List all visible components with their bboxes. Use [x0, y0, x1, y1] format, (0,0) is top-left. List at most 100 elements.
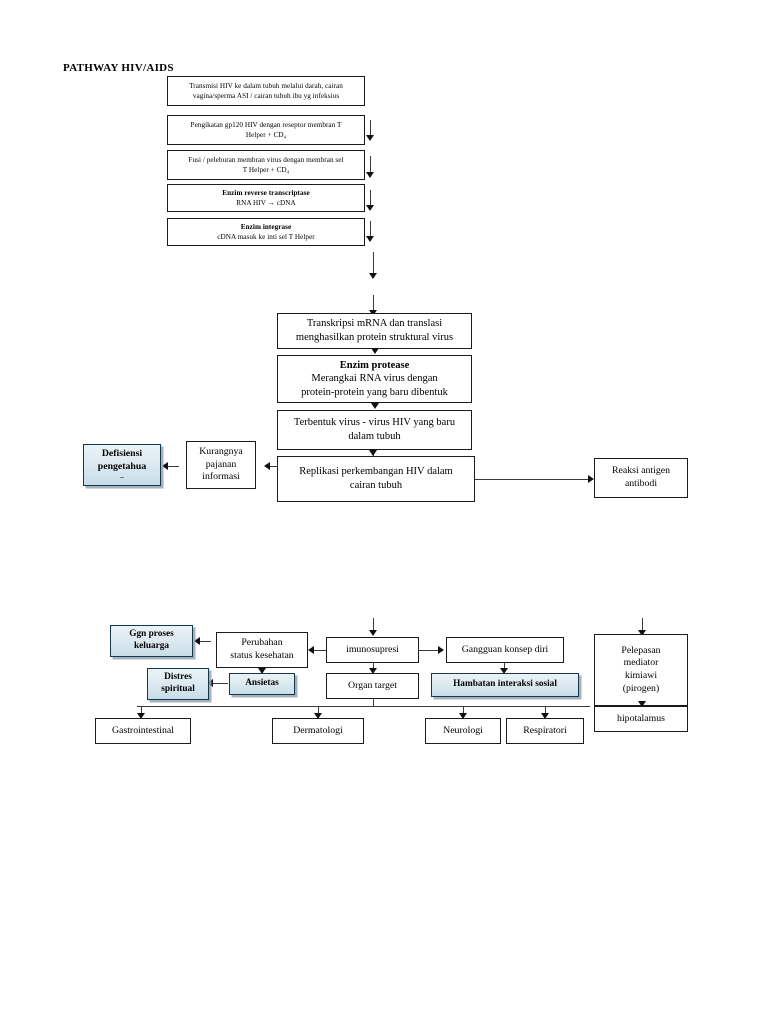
- step-enzim-protease-box: Enzim protease Merangkai RNA virus denga…: [277, 355, 472, 403]
- defisiensi-pengetahuan-diagnosis-box: Defisiensi pengetahua –: [83, 444, 161, 486]
- pelepasan-line3: kimiawi: [624, 670, 658, 681]
- connector-integrase-to-transkripsi-upper: [373, 252, 374, 274]
- connector-step2-vertical: [370, 120, 371, 136]
- step-replikasi-hiv-box: Replikasi perkembangan HIV dalam cairan …: [277, 456, 475, 502]
- step3-line2: T Helper + CD₄: [242, 166, 290, 174]
- hipotalamus-box: hipotalamus: [594, 706, 688, 732]
- connector-pelepasan-to-hipotalamus-arrowhead: [638, 701, 646, 707]
- connector-step3-arrowhead: [366, 172, 374, 178]
- perubahan-line2: status kesehatan: [230, 650, 294, 661]
- connector-bus-to-respi-line: [545, 706, 546, 715]
- connector-step5-arrowhead: [366, 236, 374, 242]
- step-fusi-membran-box: Fusi / peleburan membran virus dengan me…: [167, 150, 365, 180]
- step2-line2: Helper + CD₄: [245, 131, 287, 139]
- kurangnya-pajanan-informasi-box: Kurangnya pajanan informasi: [186, 441, 256, 489]
- step9-line2: cairan tubuh: [349, 480, 403, 491]
- connector-protease-to-terbentuk: [371, 403, 379, 409]
- distres-spiritual-diagnosis-box: Distres spiritual: [147, 668, 209, 700]
- organ-system-label-1: Dermatologi: [293, 724, 343, 736]
- organ-target-label: Organ target: [348, 679, 397, 691]
- respiratori-box: Respiratori: [506, 718, 584, 744]
- organ-system-label-3: Respiratori: [523, 724, 567, 736]
- connector-gangguan-to-hambatan-arrowhead: [500, 668, 508, 674]
- step8-line1: Terbentuk virus - virus HIV yang baru: [293, 417, 456, 429]
- connector-replikasi-to-kurangnya-arrowhead: [264, 462, 270, 470]
- step7-line3: protein-protein yang baru dibentuk: [301, 386, 448, 398]
- step4-line1: Enzim reverse transcriptase: [222, 188, 310, 197]
- step6-line2: menghasilkan protein struktural virus: [295, 332, 454, 343]
- connector-terbentuk-to-replikasi: [369, 450, 377, 456]
- pelepasan-mediator-kimiawi-box: Pelepasan mediator kimiawi (pirogen): [594, 634, 688, 706]
- connector-ansietas-to-distres-arrowhead: [207, 679, 213, 687]
- connector-into-pelepasan-line: [642, 618, 643, 632]
- connector-step4-vertical: [370, 190, 371, 206]
- organ-systems-bus-line: [137, 706, 590, 707]
- connector-bus-to-neuro-arrowhead: [459, 713, 467, 719]
- connector-imunosupresi-to-organ-line: [373, 663, 374, 672]
- page-title: PATHWAY HIV/AIDS: [63, 62, 174, 74]
- connector-into-pelepasan-arrowhead: [638, 630, 646, 636]
- hambatan-label: Hambatan interaksi sosial: [453, 679, 557, 690]
- connector-imunosupresi-to-organ-arrowhead: [369, 668, 377, 674]
- step7-line1: Enzim protease: [339, 359, 410, 371]
- connector-ansietas-to-distres-line: [212, 683, 228, 684]
- step-transkripsi-mrna-box: Transkripsi mRNA dan translasi menghasil…: [277, 313, 472, 349]
- connector-bus-to-neuro-line: [463, 706, 464, 715]
- step6-line1: Transkripsi mRNA dan translasi: [306, 318, 443, 330]
- ggn-line2: keluarga: [133, 641, 170, 651]
- connector-step5-vertical: [370, 221, 371, 237]
- ggn-proses-keluarga-diagnosis-box: Ggn proses keluarga: [110, 625, 193, 657]
- imunosupresi-box: imunosupresi: [326, 637, 419, 663]
- reaksi-line2: antibodi: [624, 478, 658, 489]
- connector-kurangnya-to-defisiensi-line: [167, 466, 179, 467]
- connector-into-imunosupresi-arrowhead: [369, 630, 377, 636]
- step1-line2: vagina/sperma ASI / cairan tubuh ibu yg …: [192, 92, 340, 100]
- perubahan-line1: Perubahan: [241, 637, 283, 649]
- connector-imunosupresi-to-gangguan-line: [419, 650, 439, 651]
- connector-perubahan-to-ansietas-arrowhead: [258, 668, 266, 674]
- connector-organ-to-bus: [373, 699, 374, 707]
- connector-replikasi-to-reaksi-line: [475, 479, 592, 480]
- connector-transkripsi-to-protease: [371, 348, 379, 354]
- connector-replikasi-to-kurangnya-line: [270, 466, 277, 467]
- step9-line1: Replikasi perkembangan HIV dalam: [299, 466, 453, 478]
- step-reverse-transcriptase-box: Enzim reverse transcriptase RNA HIV → cD…: [167, 184, 365, 212]
- kurangnya-line2: pajanan: [205, 458, 237, 470]
- step3-line1: Fusi / peleburan membran virus dengan me…: [188, 155, 344, 164]
- connector-bus-to-respi-arrowhead: [541, 713, 549, 719]
- kurangnya-line1: Kurangnya: [199, 445, 243, 457]
- imunosupresi-label: imunosupresi: [346, 643, 399, 655]
- connector-bus-to-gastro-line: [141, 706, 142, 715]
- step-terbentuk-virus-box: Terbentuk virus - virus HIV yang baru da…: [277, 410, 472, 450]
- connector-step3-vertical: [370, 156, 371, 173]
- connector-imunosupresi-to-gangguan-arrowhead: [438, 646, 444, 654]
- perubahan-status-kesehatan-box: Perubahan status kesehatan: [216, 632, 308, 668]
- connector-integrase-arrowhead-upper: [369, 273, 377, 279]
- defisiensi-line2: pengetahua: [97, 460, 147, 472]
- connector-bus-to-gastro-arrowhead: [137, 713, 145, 719]
- distres-line1: Distres: [164, 672, 192, 683]
- pelepasan-line2: mediator: [623, 657, 659, 669]
- kurangnya-line3: informasi: [202, 471, 240, 483]
- neurologi-box: Neurologi: [425, 718, 501, 744]
- connector-perubahan-to-ggn-line: [199, 641, 211, 642]
- connector-kurangnya-to-defisiensi-arrowhead: [162, 462, 168, 470]
- pelepasan-line1: Pelepasan: [621, 644, 661, 656]
- hambatan-interaksi-sosial-diagnosis-box: Hambatan interaksi sosial: [431, 673, 579, 697]
- defisiensi-line1: Defisiensi: [101, 448, 143, 460]
- connector-imunosupresi-to-perubahan-arrowhead: [308, 646, 314, 654]
- connector-bus-to-dermato-arrowhead: [314, 713, 322, 719]
- ggn-line1: Ggn proses: [129, 629, 174, 640]
- connector-perubahan-to-ggn-arrowhead: [194, 637, 200, 645]
- step1-line1: Transmisi HIV ke dalam tubuh melalui dar…: [189, 81, 343, 90]
- connector-integrase-to-transkripsi-lower: [373, 295, 374, 312]
- ansietas-label: Ansietas: [245, 678, 279, 689]
- gangguan-label: Gangguan konsep diri: [461, 643, 549, 655]
- step4-line2: RNA HIV → cDNA: [236, 199, 296, 207]
- organ-system-label-0: Gastrointestinal: [111, 724, 175, 736]
- step-pengikatan-gp120-box: Pengikatan gp120 HIV dengan reseptor mem…: [167, 115, 365, 145]
- connector-step4-arrowhead: [366, 205, 374, 211]
- dermatologi-box: Dermatologi: [272, 718, 364, 744]
- step5-line1: Enzim integrase: [240, 222, 292, 231]
